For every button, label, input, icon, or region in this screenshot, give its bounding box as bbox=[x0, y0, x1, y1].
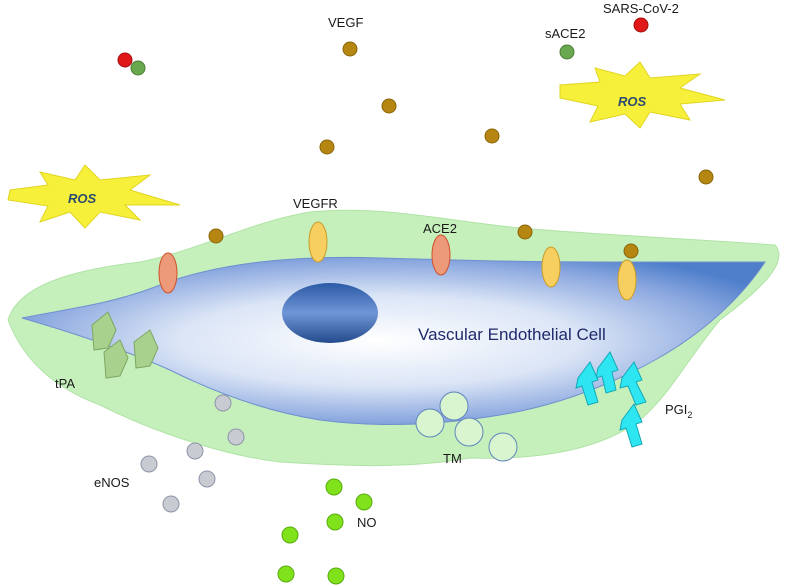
ros-label-left: ROS bbox=[68, 191, 97, 206]
vegfr-receptor bbox=[308, 221, 328, 263]
tpa-molecules bbox=[91, 311, 159, 379]
vegf-molecule bbox=[623, 243, 639, 259]
pgi2-molecule bbox=[619, 403, 643, 448]
enos-molecule bbox=[140, 455, 158, 473]
ros-burst-right: ROS bbox=[559, 61, 726, 129]
no-label: NO bbox=[357, 515, 377, 530]
enos-molecule bbox=[214, 394, 232, 412]
vegf-label: VEGF bbox=[328, 15, 363, 30]
no-molecule bbox=[326, 513, 344, 531]
vegf-molecules bbox=[208, 41, 714, 259]
sars-cov-2-particle bbox=[633, 17, 649, 33]
tm-molecule bbox=[439, 391, 469, 421]
cell-title-label: Vascular Endothelial Cell bbox=[418, 325, 606, 344]
ros-label-right: ROS bbox=[618, 94, 647, 109]
no-molecule bbox=[325, 478, 343, 496]
tpa-molecule bbox=[103, 339, 129, 379]
vegfr-label: VEGFR bbox=[293, 196, 338, 211]
sace2-label: sACE2 bbox=[545, 26, 585, 41]
tm-molecule bbox=[488, 432, 518, 462]
ace2-receptor bbox=[158, 252, 178, 294]
vegf-molecule bbox=[342, 41, 358, 57]
no-molecule bbox=[327, 567, 345, 585]
tm-molecule bbox=[415, 408, 445, 438]
pgi2-label-subscript: 2 bbox=[687, 410, 692, 420]
enos-molecule bbox=[227, 428, 245, 446]
sace2-molecule bbox=[130, 60, 146, 76]
tm-molecules bbox=[415, 391, 518, 462]
pgi2-molecule bbox=[619, 361, 647, 406]
no-molecule bbox=[277, 565, 295, 583]
no-molecule bbox=[355, 493, 373, 511]
tpa-molecule bbox=[91, 311, 117, 351]
pgi2-molecule bbox=[595, 351, 619, 394]
vegf-molecule bbox=[208, 228, 224, 244]
enos-label: eNOS bbox=[94, 475, 130, 490]
pgi2-molecule bbox=[575, 361, 599, 406]
ros-burst-left: ROS bbox=[7, 164, 181, 229]
vegf-molecule bbox=[698, 169, 714, 185]
no-molecules bbox=[277, 478, 373, 585]
tm-label: TM bbox=[443, 451, 462, 466]
vegf-molecule bbox=[319, 139, 335, 155]
pgi2-label-main: PGI bbox=[665, 402, 687, 417]
enos-molecule bbox=[186, 442, 204, 460]
nucleus bbox=[282, 283, 378, 343]
pgi2-molecules bbox=[575, 351, 647, 448]
enos-molecule bbox=[162, 495, 180, 513]
tm-molecule bbox=[454, 417, 484, 447]
pgi2-label: PGI2 bbox=[665, 402, 692, 420]
ace2-label: ACE2 bbox=[423, 221, 457, 236]
tpa-molecule bbox=[133, 329, 159, 369]
enos-molecule bbox=[198, 470, 216, 488]
vegf-molecule bbox=[381, 98, 397, 114]
no-molecule bbox=[281, 526, 299, 544]
enos-molecules bbox=[140, 394, 245, 513]
vegfr-receptor bbox=[541, 246, 561, 288]
vegf-molecule bbox=[484, 128, 500, 144]
vegfr-receptor bbox=[617, 259, 637, 301]
vegf-molecule bbox=[517, 224, 533, 240]
tpa-label: tPA bbox=[55, 376, 75, 391]
sars-cov-2-label: SARS-CoV-2 bbox=[603, 1, 679, 16]
sace2-molecule bbox=[559, 44, 575, 60]
sars-cov-2-particle bbox=[117, 52, 133, 68]
ace2-receptor bbox=[431, 234, 451, 276]
